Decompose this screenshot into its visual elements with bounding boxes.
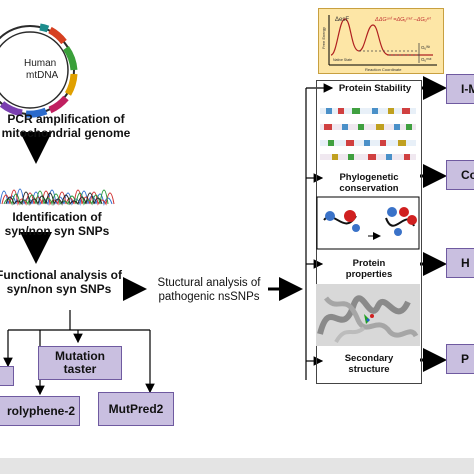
pcr-line-2: mitochondrial genome (1, 126, 131, 140)
structural-analysis-step: Stuctural analysis of pathogenic nsSNPs (150, 276, 268, 304)
mutpred-label: MutPred2 (108, 401, 164, 416)
phylo-line-2: conservation (339, 183, 399, 194)
stability-label: Protein Stability (338, 83, 412, 94)
phylo-line-1: Phylogenetic (339, 172, 399, 183)
imutant-box: I-M (446, 74, 474, 104)
imutant-label: I-M (461, 82, 474, 96)
func-line-1: Functional analysis of (0, 268, 123, 282)
hope-box: H (446, 248, 474, 278)
properties-label: Protein properties (318, 258, 420, 280)
polyphen-label: rolyphene-2 (6, 403, 75, 418)
energy-plot-svg: Free Energy Reaction Coordinate ΔesF ΔΔG… (321, 15, 437, 72)
struct-line-2: pathogenic nsSNPs (158, 291, 260, 303)
ident-line-1: Identification of (12, 210, 102, 224)
protein-ribbon-structure (316, 284, 420, 346)
mtdna-circle-map: Human mtDNA (0, 23, 78, 118)
alignment-rows (320, 108, 416, 160)
psipred-label: P (461, 352, 470, 366)
energy-state: Native State (333, 58, 352, 62)
energy-label-gm: Gᵤᵐᵘᵗ (421, 57, 432, 62)
secondary-label: Secondary structure (318, 353, 420, 375)
hope-label: H (461, 256, 470, 270)
properties-line-1: Protein (352, 258, 386, 269)
energy-label-gu: Gᵤᵂᵗ (421, 45, 430, 50)
sequence-chromatogram (0, 168, 120, 208)
functional-analysis-step: Functional analysis of syn/non syn SNPs (0, 268, 124, 296)
mutation-taster-line-1: Mutation (55, 349, 105, 363)
pcr-step: PCR amplification of mitochondrial genom… (0, 112, 136, 140)
properties-line-2: properties (345, 269, 393, 280)
consurf-box: Co (446, 160, 474, 190)
energy-plot: Free Energy Reaction Coordinate ΔesF ΔΔG… (318, 8, 444, 74)
sequence-alignment (320, 108, 416, 160)
energy-xlabel: Reaction Coordinate (365, 67, 402, 72)
mutation-taster-line-2: taster (63, 362, 97, 376)
protein-properties-illustration (316, 196, 420, 250)
func-line-2: syn/non syn SNPs (6, 282, 112, 296)
identification-step: Identification of syn/non syn SNPs (0, 210, 122, 238)
polyphen-box: rolyphene-2 (0, 396, 80, 426)
secondary-line-1: Secondary (344, 353, 394, 364)
mtdna-label-1: Human (24, 58, 56, 69)
tool-box-cut-left (0, 366, 14, 386)
mtdna-label-2: mtDNA (26, 70, 59, 81)
secondary-line-2: structure (348, 364, 390, 375)
consurf-label: Co (461, 168, 474, 182)
psipred-box: P (446, 344, 474, 374)
mutation-taster-box: Mutation taster (38, 346, 122, 380)
ident-line-2: syn/non syn SNPs (4, 224, 110, 238)
bottom-strip (0, 458, 474, 474)
energy-formula: ΔΔGᵘⁿᶠ =ΔGᵤᵐᵘᵗ –ΔGᵤʷᵗ (374, 16, 431, 23)
energy-label-g: ΔesF (335, 17, 349, 23)
mutpred-box: MutPred2 (98, 392, 174, 426)
struct-line-1: Stuctural analysis of (157, 277, 261, 289)
energy-ylabel: Free Energy (321, 27, 326, 49)
phylo-label: Phylogenetic conservation (318, 172, 420, 194)
pcr-line-1: PCR amplification of (7, 112, 125, 126)
